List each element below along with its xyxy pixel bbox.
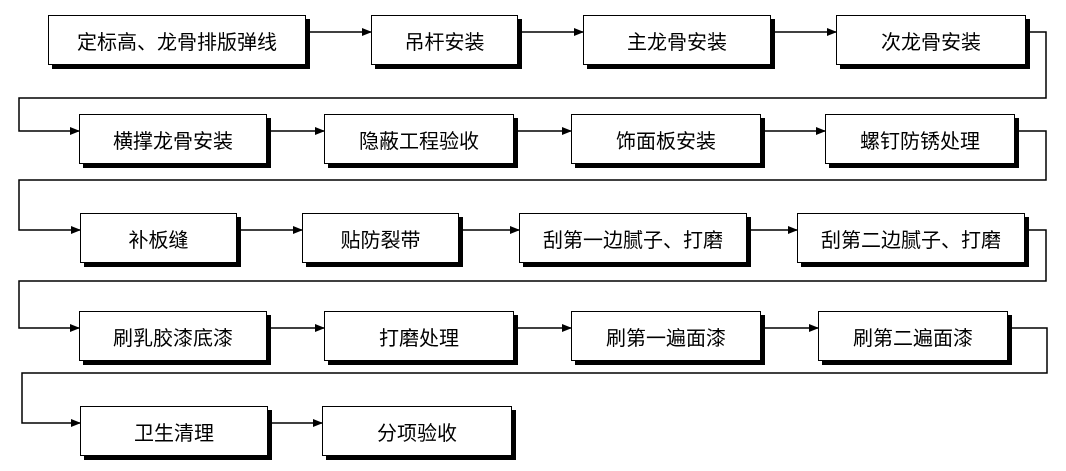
step-box: 刷第一遍面漆 <box>571 311 761 361</box>
step-box: 补板缝 <box>80 213 237 263</box>
step-box: 定标高、龙骨排版弹线 <box>48 15 306 65</box>
row-wrap-arrow <box>18 31 1047 135</box>
step-box: 刷第二遍面漆 <box>818 311 1008 361</box>
step-box: 饰面板安装 <box>571 114 761 164</box>
step-box: 卫生清理 <box>80 406 268 456</box>
row-wrap-arrow <box>18 229 1047 332</box>
step-box: 打磨处理 <box>324 311 514 361</box>
step-box: 刷乳胶漆底漆 <box>79 311 267 361</box>
step-box: 螺钉防锈处理 <box>825 114 1015 164</box>
step-box: 横撑龙骨安装 <box>79 114 267 164</box>
step-box: 贴防裂带 <box>302 213 459 263</box>
step-box: 次龙骨安装 <box>836 15 1026 65</box>
step-box: 吊杆安装 <box>371 15 518 65</box>
step-box: 分项验收 <box>322 406 512 456</box>
step-box: 隐蔽工程验收 <box>324 114 514 164</box>
step-box: 主龙骨安装 <box>583 15 771 65</box>
row-wrap-arrow <box>18 130 1047 234</box>
row-wrap-arrow <box>21 327 1048 427</box>
step-box: 刮第二边腻子、打磨 <box>797 213 1025 263</box>
step-box: 刮第一边腻子、打磨 <box>519 213 747 263</box>
